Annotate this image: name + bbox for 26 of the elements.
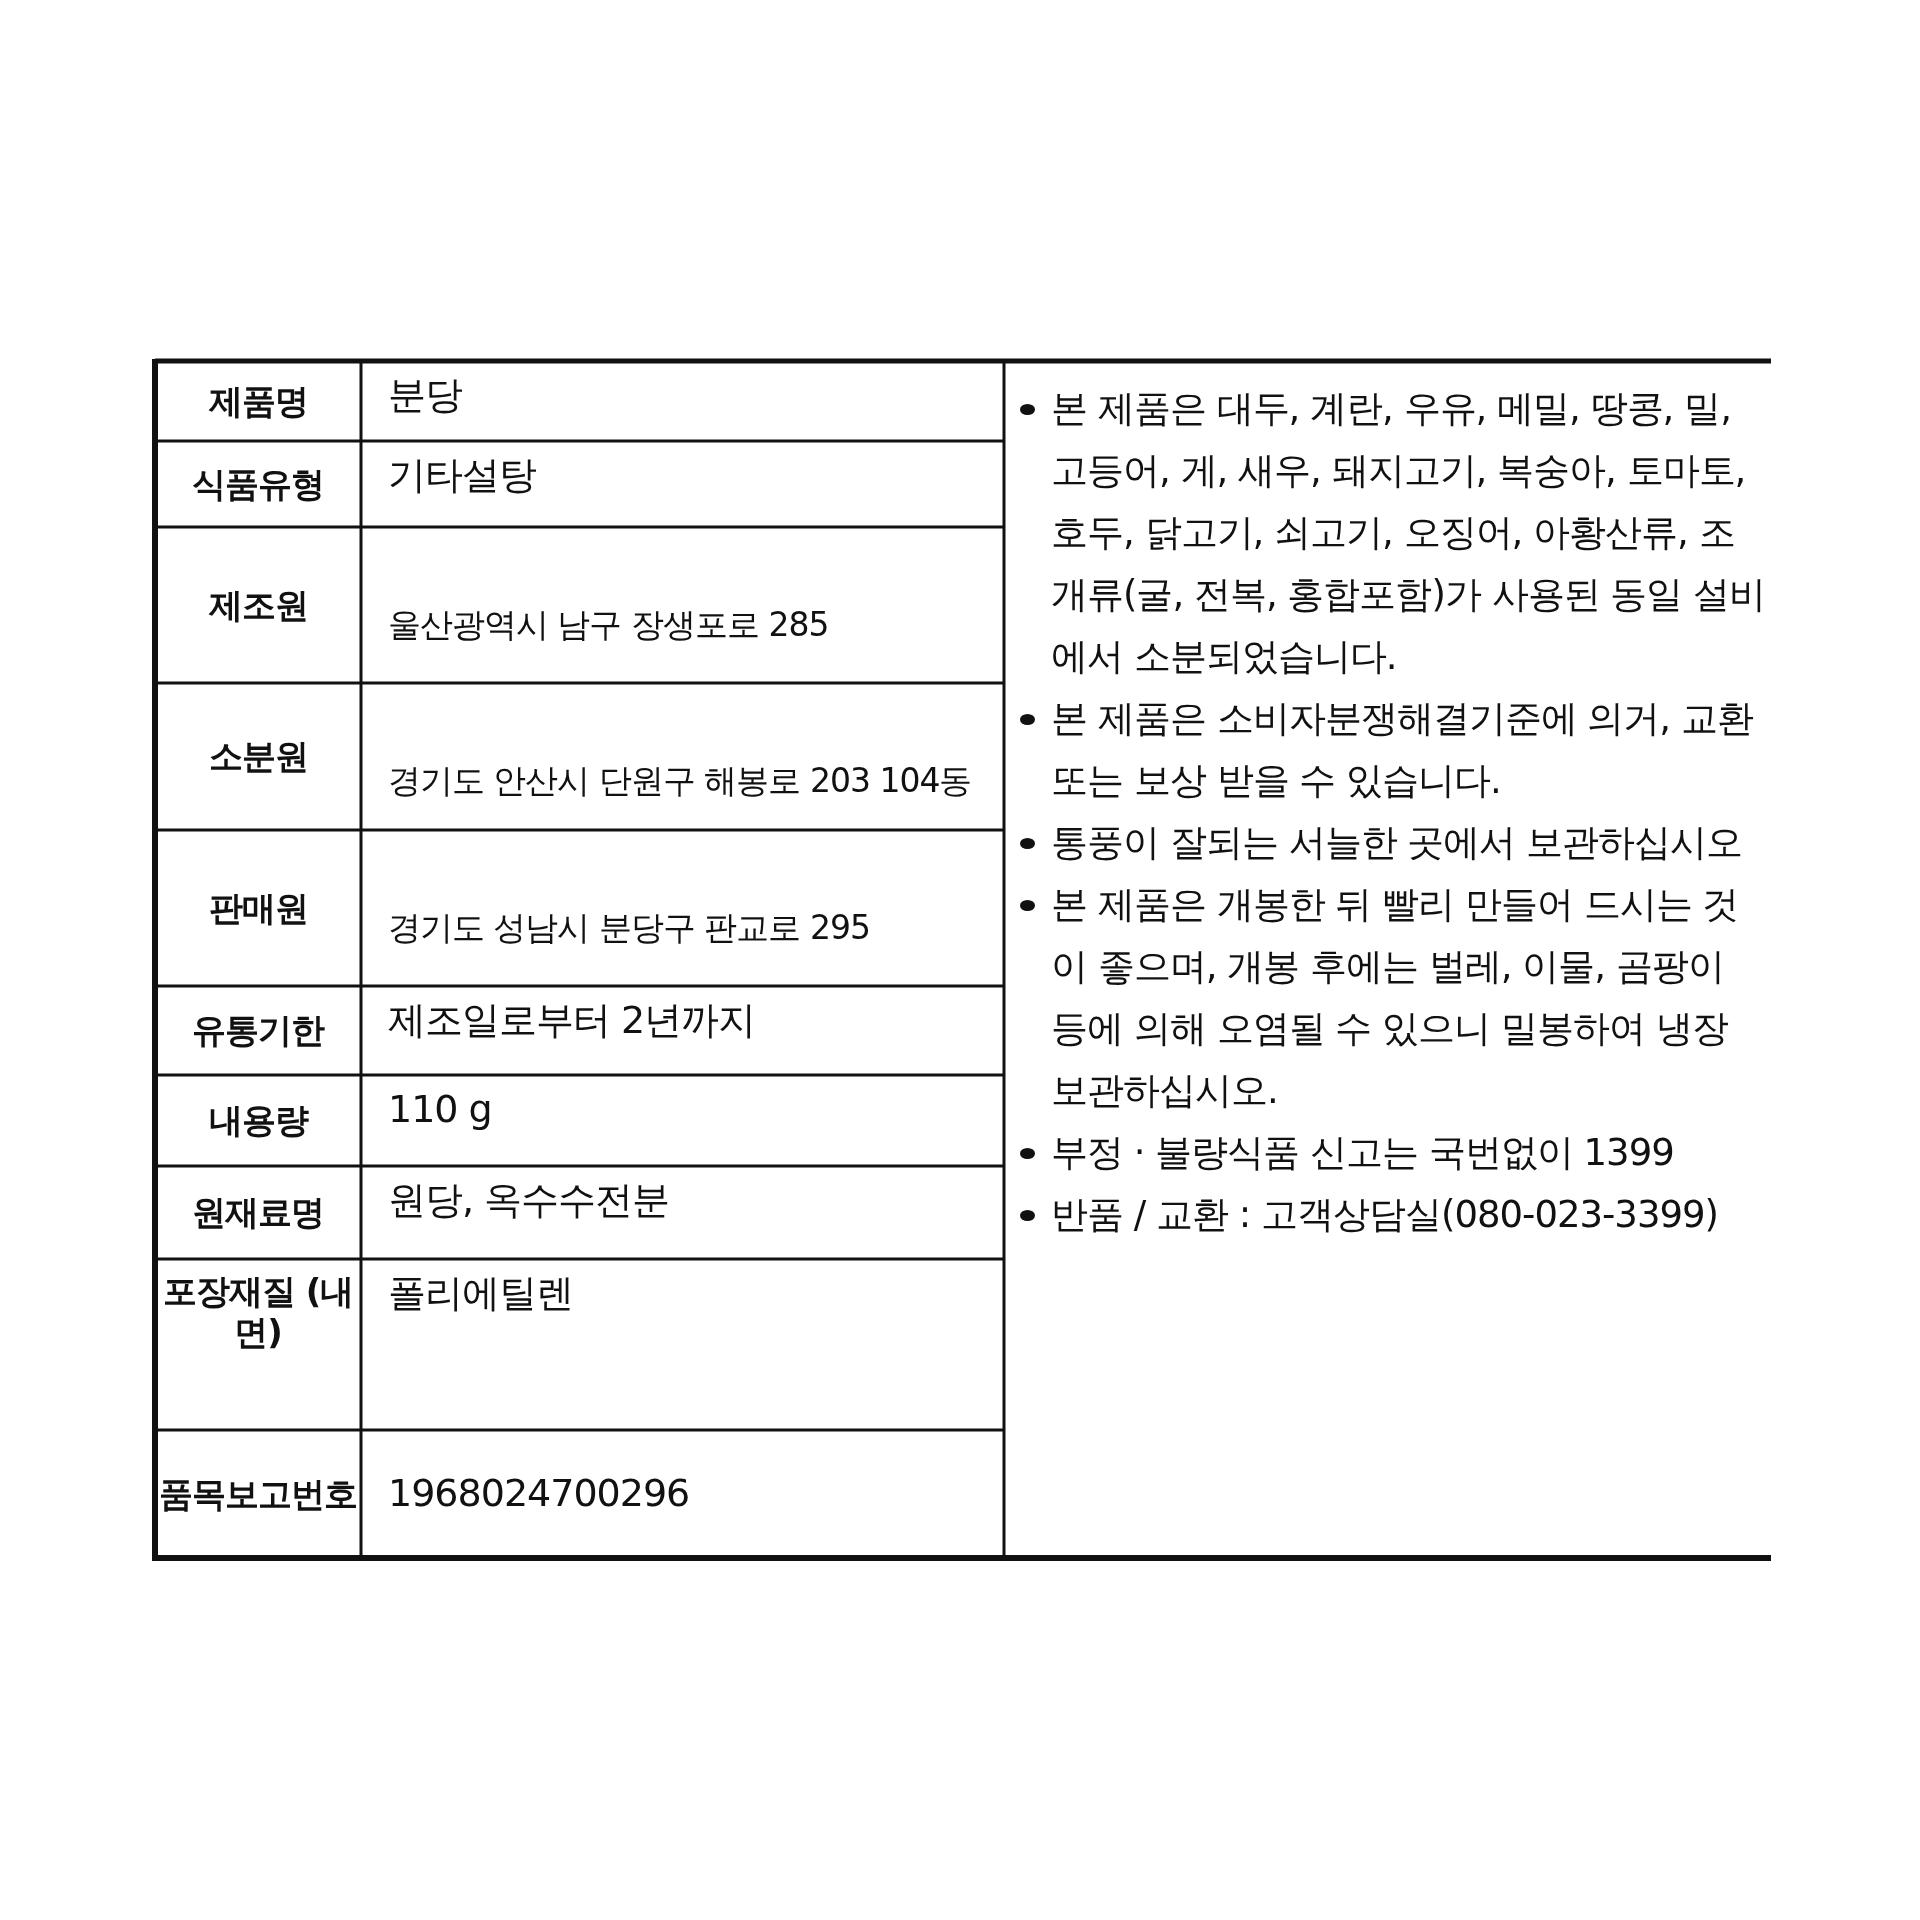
field-label: 포장재질 (내면) bbox=[161, 1271, 355, 1353]
field-value: 경기도 성남시 분당구 판교로 295 bbox=[387, 908, 871, 948]
notice-text: 통풍이 잘되는 서늘한 곳에서 보관하십시오 bbox=[1051, 820, 1744, 866]
field-value: 경기도 안산시 단원구 해봉로 203 104동 bbox=[387, 761, 973, 801]
field-label: 품목보고번호 bbox=[158, 1473, 358, 1515]
notice-text: 본 제품은 개봉한 뒤 빨리 만들어 드시는 것이 좋으며, 개봉 후에는 벌레, 이물, 곰팡이 등에 의해 오염될 수 있으니 밀봉하여 냉장 보관하십시오. bbox=[1051, 882, 1740, 1114]
field-label: 식품유형 bbox=[191, 463, 325, 505]
field-label: 내용량 bbox=[207, 1100, 309, 1141]
field-label: 원재료명 bbox=[191, 1192, 325, 1233]
field-label: 제품명 bbox=[207, 380, 309, 422]
notice-text: 본 제품은 소비자분쟁해결기준에 의거, 교환 또는 보상 받을 수 있습니다. bbox=[1051, 696, 1754, 804]
field-label: 판매원 bbox=[207, 887, 309, 929]
notice-text: 본 제품은 대두, 계란, 우유, 메밀, 땅콩, 밀, 고등어, 게, 새우, 돼지고기, 복숭아, 토마토, 호두, 닭고기, 쇠고기, 오징어, 아황산류, 조개류(굴, 전복, 홍합포함)가 사용된 동일 설비에서 소분되었습니다. bbox=[1051, 386, 1767, 680]
field-value: 폴리에틸렌 bbox=[387, 1271, 574, 1317]
field-value: 원당, 옥수수전분 bbox=[387, 1178, 671, 1224]
field-value: 기타설탕 bbox=[387, 453, 537, 499]
field-value: 제조일로부터 2년까지 bbox=[387, 998, 757, 1044]
notice-text: 반품 / 교환 : 고객상담실(080-023-3399) bbox=[1051, 1192, 1719, 1238]
field-value: 110 g bbox=[387, 1087, 493, 1133]
field-label: 제조원 bbox=[207, 584, 309, 626]
field-label: 소분원 bbox=[207, 736, 309, 777]
field-value: 분당 bbox=[387, 373, 463, 419]
field-value: 1968024700296 bbox=[387, 1471, 691, 1517]
notice-text: 부정 · 불량식품 신고는 국번없이 1399 bbox=[1051, 1130, 1675, 1176]
field-value: 울산광역시 남구 장생포로 285 bbox=[387, 605, 830, 645]
field-label: 유통기한 bbox=[191, 1010, 326, 1051]
